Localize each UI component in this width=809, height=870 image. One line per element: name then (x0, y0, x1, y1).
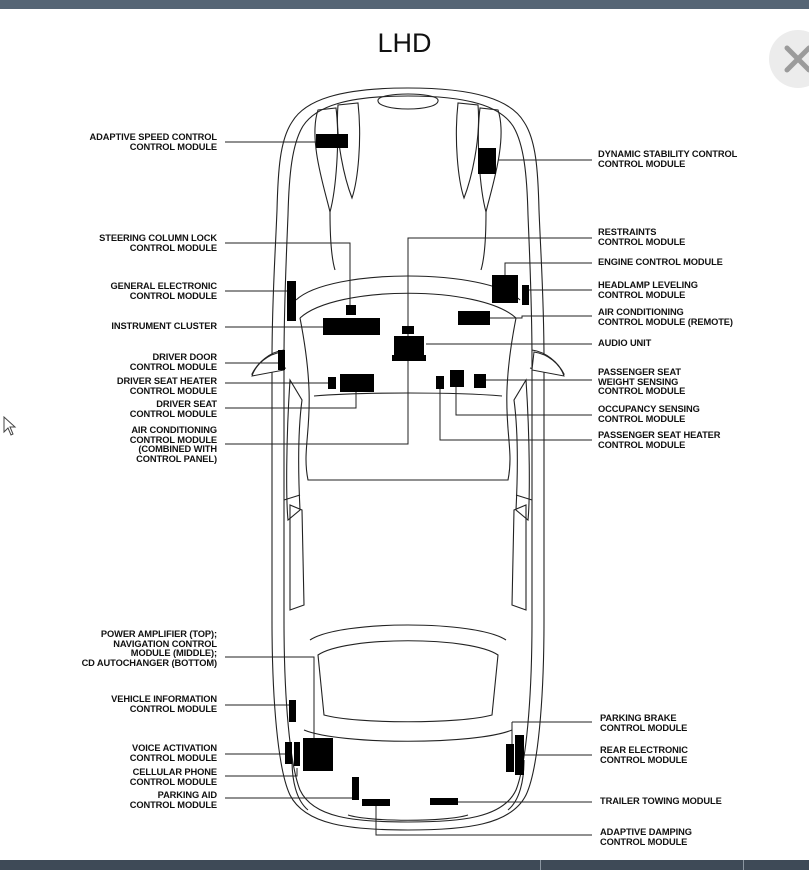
label-driver-seat-heater: DRIVER SEAT HEATER CONTROL MODULE (116, 376, 217, 396)
label-trailer-towing: TRAILER TOWING MODULE (600, 796, 722, 806)
module-blocks (278, 134, 529, 806)
label-voice-activation: VOICE ACTIVATION CONTROL MODULE (129, 743, 217, 763)
adaptive-speed-module-block (316, 134, 348, 148)
right-mirror (531, 351, 565, 377)
driver-door-module-block (278, 350, 285, 370)
trailer-towing-block (430, 798, 458, 805)
headlamp-leveling-block (522, 285, 529, 305)
instrument-cluster-block (323, 318, 380, 335)
label-restraints: RESTRAINTS CONTROL MODULE (598, 227, 686, 247)
label-passenger-seat-weight: PASSENGER SEAT WEIGHT SENSING CONTROL MO… (598, 367, 686, 397)
diagram-title: LHD (377, 28, 432, 58)
power-amplifier-block (303, 738, 333, 771)
label-air-conditioning: AIR CONDITIONING CONTROL MODULE (COMBINE… (129, 425, 217, 464)
label-cellular-phone: CELLULAR PHONE CONTROL MODULE (129, 767, 217, 787)
label-instrument-cluster: INSTRUMENT CLUSTER (111, 321, 217, 331)
rear-electronic-block (515, 735, 524, 775)
label-audio-unit: AUDIO UNIT (598, 338, 652, 348)
dynamic-stability-module-block (478, 148, 496, 174)
bottom-bar-divider (540, 860, 541, 870)
label-power-amplifier: POWER AMPLIFIER (TOP); NAVIGATION CONTRO… (81, 629, 218, 668)
driver-seat-heater-block (328, 377, 336, 389)
air-conditioning-panel-block (392, 355, 426, 361)
parking-brake-block (506, 744, 514, 772)
label-vehicle-information: VEHICLE INFORMATION CONTROL MODULE (111, 694, 217, 714)
left-mirror (251, 351, 285, 377)
audio-unit-block (394, 336, 424, 356)
window-bottom-bar (0, 860, 809, 870)
label-dynamic-stability: DYNAMIC STABILITY CONTROL CONTROL MODULE (598, 149, 738, 169)
label-driver-seat: DRIVER SEAT CONTROL MODULE (129, 399, 217, 419)
ac-remote-module-block (458, 311, 490, 325)
occupancy-sensing-block (474, 374, 486, 388)
engine-control-module-block (492, 275, 518, 303)
window-top-bar (0, 0, 809, 9)
label-driver-door: DRIVER DOOR CONTROL MODULE (129, 352, 217, 372)
label-adaptive-damping: ADAPTIVE DAMPING CONTROL MODULE (600, 827, 692, 847)
label-general-electronic: GENERAL ELECTRONIC CONTROL MODULE (110, 281, 218, 301)
car-outline (251, 87, 565, 831)
passenger-seat-weight-block (450, 370, 464, 387)
mouse-pointer-icon (3, 416, 17, 436)
adaptive-damping-block (362, 799, 390, 806)
driver-seat-module-block (340, 374, 374, 392)
label-rear-electronic: REAR ELECTRONIC CONTROL MODULE (600, 745, 688, 765)
label-occupancy-sensing: OCCUPANCY SENSING CONTROL MODULE (598, 404, 700, 424)
label-headlamp-leveling: HEADLAMP LEVELING CONTROL MODULE (598, 280, 698, 300)
audio-unit-top-block (402, 326, 414, 334)
label-steering-column-lock: STEERING COLUMN LOCK CONTROL MODULE (99, 233, 217, 253)
cellular-phone-block (294, 742, 300, 766)
label-engine-control: ENGINE CONTROL MODULE (598, 257, 723, 267)
close-icon (784, 45, 809, 73)
close-button[interactable] (769, 30, 809, 88)
passenger-seat-heater-block (436, 376, 444, 389)
leader-lines (225, 141, 592, 836)
general-electronic-module-block (287, 281, 296, 321)
label-parking-aid: PARKING AID CONTROL MODULE (129, 790, 217, 810)
voice-activation-block (285, 742, 292, 764)
parking-aid-block (352, 777, 359, 800)
label-adaptive-speed: ADAPTIVE SPEED CONTROL CONTROL MODULE (89, 132, 218, 152)
label-parking-brake: PARKING BRAKE CONTROL MODULE (600, 713, 688, 733)
vehicle-information-block (289, 700, 296, 722)
label-air-conditioning-remote: AIR CONDITIONING CONTROL MODULE (REMOTE) (598, 307, 733, 327)
label-passenger-seat-heater: PASSENGER SEAT HEATER CONTROL MODULE (598, 430, 721, 450)
bottom-bar-divider (743, 860, 744, 870)
steering-column-module-block (346, 305, 356, 315)
